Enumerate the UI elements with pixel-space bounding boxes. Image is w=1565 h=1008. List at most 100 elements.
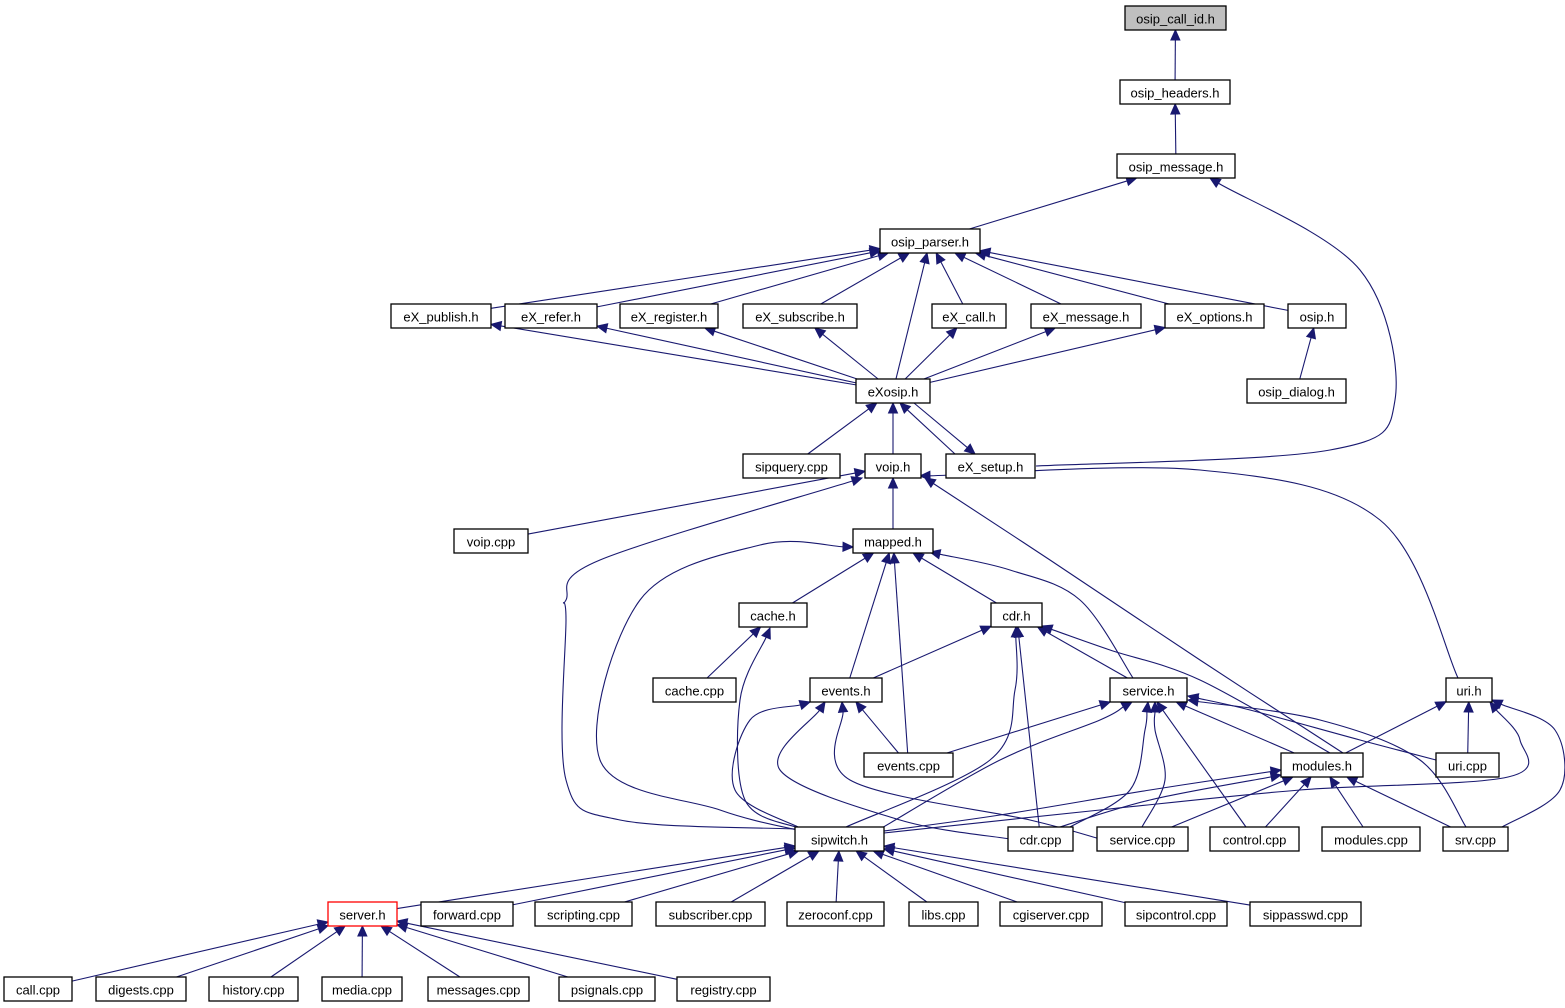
node-box[interactable] bbox=[931, 303, 1007, 329]
node-box[interactable] bbox=[945, 453, 1036, 479]
node-control-cpp[interactable]: control.cpp bbox=[1209, 826, 1300, 852]
node-box[interactable] bbox=[738, 602, 808, 628]
node-box[interactable] bbox=[742, 453, 841, 479]
node-psignals-cpp[interactable]: psignals.cpp bbox=[558, 976, 656, 1002]
node-cdr-cpp[interactable]: cdr.cpp bbox=[1007, 826, 1074, 852]
node-sipwitch[interactable]: sipwitch.h bbox=[794, 826, 885, 852]
node-box[interactable] bbox=[742, 303, 858, 329]
node-modules[interactable]: modules.h bbox=[1280, 752, 1364, 778]
node-box[interactable] bbox=[1119, 79, 1231, 105]
node-eX-message[interactable]: eX_message.h bbox=[1030, 303, 1142, 329]
node-cdr[interactable]: cdr.h bbox=[990, 602, 1043, 628]
node-service[interactable]: service.h bbox=[1109, 677, 1188, 703]
node-events[interactable]: events.h bbox=[809, 677, 883, 703]
node-box[interactable] bbox=[558, 976, 656, 1002]
node-box[interactable] bbox=[1124, 901, 1228, 927]
node-registry-cpp[interactable]: registry.cpp bbox=[676, 976, 771, 1002]
node-messages-cpp[interactable]: messages.cpp bbox=[427, 976, 530, 1002]
node-uri[interactable]: uri.h bbox=[1445, 677, 1493, 703]
node-eX-options[interactable]: eX_options.h bbox=[1164, 303, 1265, 329]
node-box[interactable] bbox=[794, 826, 885, 852]
node-box[interactable] bbox=[1435, 752, 1500, 778]
node-history-cpp[interactable]: history.cpp bbox=[208, 976, 299, 1002]
node-box[interactable] bbox=[1287, 303, 1347, 329]
node-cgiserver-cpp[interactable]: cgiserver.cpp bbox=[999, 901, 1103, 927]
node-media-cpp[interactable]: media.cpp bbox=[321, 976, 403, 1002]
node-libs-cpp[interactable]: libs.cpp bbox=[908, 901, 979, 927]
node-box[interactable] bbox=[1246, 378, 1347, 404]
node-eX-call[interactable]: eX_call.h bbox=[931, 303, 1007, 329]
node-box[interactable] bbox=[1007, 826, 1074, 852]
node-box[interactable] bbox=[619, 303, 719, 329]
node-box[interactable] bbox=[855, 378, 931, 404]
node-digests-cpp[interactable]: digests.cpp bbox=[95, 976, 187, 1002]
node-uri-cpp[interactable]: uri.cpp bbox=[1435, 752, 1500, 778]
node-box[interactable] bbox=[321, 976, 403, 1002]
node-scripting-cpp[interactable]: scripting.cpp bbox=[534, 901, 633, 927]
node-box[interactable] bbox=[327, 901, 398, 927]
node-box[interactable] bbox=[208, 976, 299, 1002]
node-box[interactable] bbox=[999, 901, 1103, 927]
node-box[interactable] bbox=[1280, 752, 1364, 778]
node-zeroconf-cpp[interactable]: zeroconf.cpp bbox=[786, 901, 885, 927]
node-box[interactable] bbox=[908, 901, 979, 927]
node-box[interactable] bbox=[1249, 901, 1362, 927]
node-box[interactable] bbox=[1321, 826, 1421, 852]
node-box[interactable] bbox=[655, 901, 766, 927]
node-box[interactable] bbox=[420, 901, 514, 927]
node-osip-headers[interactable]: osip_headers.h bbox=[1119, 79, 1231, 105]
node-box[interactable] bbox=[390, 303, 492, 329]
node-forward-cpp[interactable]: forward.cpp bbox=[420, 901, 514, 927]
node-modules-cpp[interactable]: modules.cpp bbox=[1321, 826, 1421, 852]
node-sipquery-cpp[interactable]: sipquery.cpp bbox=[742, 453, 841, 479]
node-sippasswd-cpp[interactable]: sippasswd.cpp bbox=[1249, 901, 1362, 927]
node-sipcontrol-cpp[interactable]: sipcontrol.cpp bbox=[1124, 901, 1228, 927]
node-box[interactable] bbox=[990, 602, 1043, 628]
node-osip-call-id[interactable]: osip_call_id.h bbox=[1124, 5, 1227, 31]
node-subscriber-cpp[interactable]: subscriber.cpp bbox=[655, 901, 766, 927]
node-eXosip[interactable]: eXosip.h bbox=[855, 378, 931, 404]
node-voip-cpp[interactable]: voip.cpp bbox=[453, 528, 529, 554]
node-osip[interactable]: osip.h bbox=[1287, 303, 1347, 329]
node-box[interactable] bbox=[427, 976, 530, 1002]
node-osip-parser[interactable]: osip_parser.h bbox=[879, 228, 981, 254]
node-events-cpp[interactable]: events.cpp bbox=[863, 752, 954, 778]
node-box[interactable] bbox=[534, 901, 633, 927]
node-box[interactable] bbox=[652, 677, 737, 703]
node-osip-message[interactable]: osip_message.h bbox=[1116, 153, 1236, 179]
node-call-cpp[interactable]: call.cpp bbox=[3, 976, 73, 1002]
node-box[interactable] bbox=[864, 453, 922, 479]
node-box[interactable] bbox=[504, 303, 598, 329]
node-srv-cpp[interactable]: srv.cpp bbox=[1442, 826, 1509, 852]
node-box[interactable] bbox=[1445, 677, 1493, 703]
node-server[interactable]: server.h bbox=[327, 901, 398, 927]
node-box[interactable] bbox=[879, 228, 981, 254]
node-box[interactable] bbox=[863, 752, 954, 778]
node-cache-cpp[interactable]: cache.cpp bbox=[652, 677, 737, 703]
node-box[interactable] bbox=[786, 901, 885, 927]
node-service-cpp[interactable]: service.cpp bbox=[1096, 826, 1189, 852]
node-eX-setup[interactable]: eX_setup.h bbox=[945, 453, 1036, 479]
node-box[interactable] bbox=[95, 976, 187, 1002]
node-eX-publish[interactable]: eX_publish.h bbox=[390, 303, 492, 329]
node-box[interactable] bbox=[852, 528, 934, 554]
node-eX-subscribe[interactable]: eX_subscribe.h bbox=[742, 303, 858, 329]
node-eX-refer[interactable]: eX_refer.h bbox=[504, 303, 598, 329]
node-box[interactable] bbox=[1124, 5, 1227, 31]
node-osip-dialog[interactable]: osip_dialog.h bbox=[1246, 378, 1347, 404]
node-box[interactable] bbox=[1442, 826, 1509, 852]
node-box[interactable] bbox=[1096, 826, 1189, 852]
node-mapped[interactable]: mapped.h bbox=[852, 528, 934, 554]
node-cache[interactable]: cache.h bbox=[738, 602, 808, 628]
node-box[interactable] bbox=[3, 976, 73, 1002]
node-box[interactable] bbox=[809, 677, 883, 703]
node-eX-register[interactable]: eX_register.h bbox=[619, 303, 719, 329]
node-box[interactable] bbox=[1164, 303, 1265, 329]
node-voip[interactable]: voip.h bbox=[864, 453, 922, 479]
node-box[interactable] bbox=[676, 976, 771, 1002]
node-box[interactable] bbox=[453, 528, 529, 554]
node-box[interactable] bbox=[1116, 153, 1236, 179]
node-box[interactable] bbox=[1209, 826, 1300, 852]
node-box[interactable] bbox=[1030, 303, 1142, 329]
node-box[interactable] bbox=[1109, 677, 1188, 703]
